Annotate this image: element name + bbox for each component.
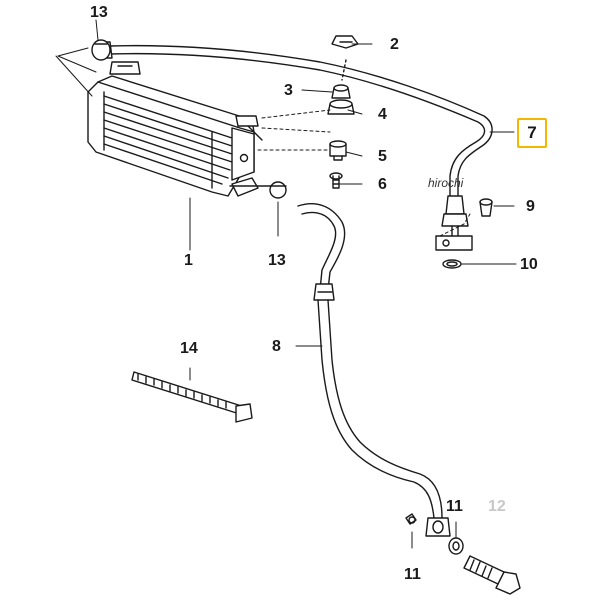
watermark-text: hirochi	[428, 176, 464, 190]
cable-tie-part-14	[131, 371, 253, 423]
grommet-part-2	[331, 35, 359, 49]
oil-cooler	[87, 61, 263, 197]
callout-6: 6	[378, 176, 387, 193]
leader-lines-dashed	[257, 109, 471, 237]
callout-7-highlighted: 7	[517, 118, 547, 148]
hollow-bolt-part-12	[463, 555, 521, 595]
hose-clamp-bottom	[269, 181, 287, 199]
callout-8: 8	[272, 338, 281, 355]
mount-parts-3-4	[327, 59, 355, 115]
callout-9: 9	[526, 198, 535, 215]
callout-3: 3	[284, 82, 293, 99]
callout-14: 14	[180, 340, 198, 357]
hose-clamp-top	[91, 39, 111, 61]
callout-4: 4	[378, 106, 387, 123]
callout-12: 12	[488, 498, 506, 515]
leader-lines-solid	[55, 19, 517, 549]
washer-part-10	[442, 259, 462, 269]
callout-11-right: 11	[446, 498, 463, 515]
bolt-part-9	[479, 198, 493, 217]
callout-1: 1	[184, 252, 193, 269]
callout-11-bottom: 11	[404, 566, 421, 583]
callout-5: 5	[378, 148, 387, 165]
callout-13-top: 13	[90, 4, 108, 21]
screw-part-6	[329, 172, 343, 189]
callout-2: 2	[390, 36, 399, 53]
callout-10: 10	[520, 256, 538, 273]
spacer-part-5	[329, 140, 347, 161]
callout-13-bottom: 13	[268, 252, 286, 269]
oil-line-lower	[297, 203, 451, 537]
